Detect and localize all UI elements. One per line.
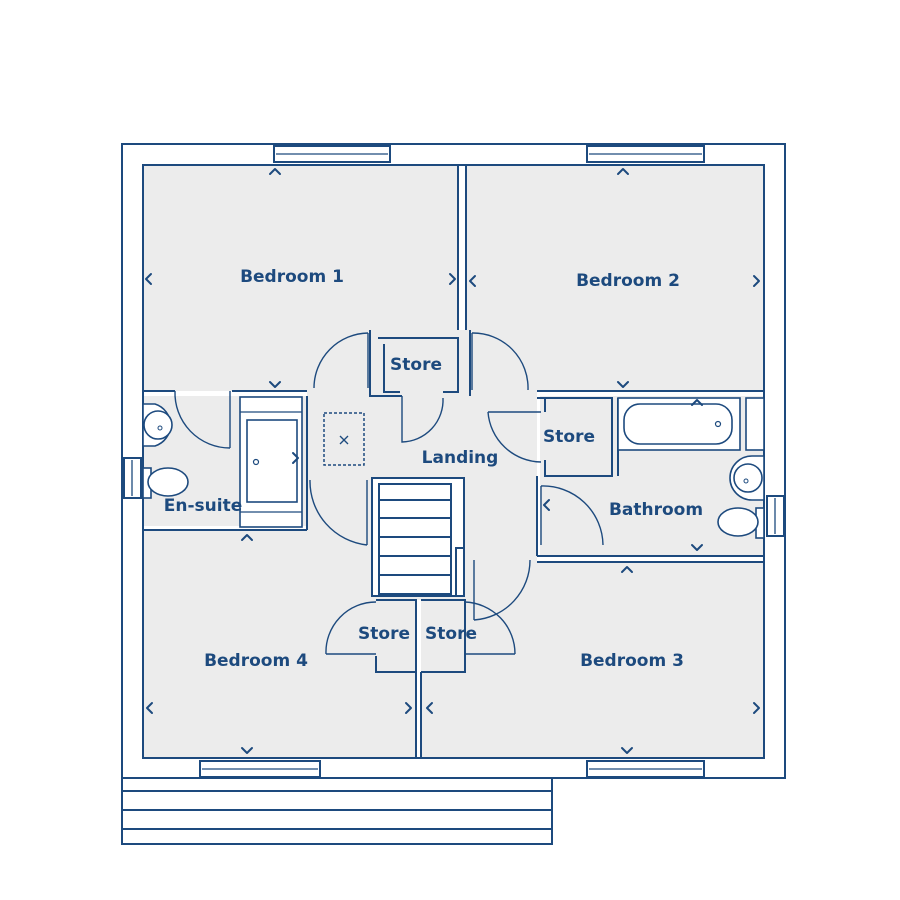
door-swing-icon <box>471 332 529 391</box>
bathroom-fixtures <box>617 397 765 539</box>
door-swing-icon <box>309 479 368 546</box>
doors <box>174 332 604 655</box>
dimension-arrow-icon <box>469 275 476 287</box>
room-labels: Bedroom 1 Bedroom 2 Store Store Landing … <box>164 267 703 671</box>
dimension-arrow-icon <box>426 702 433 714</box>
door-swing-icon <box>313 332 369 389</box>
dimension-arrow-icon <box>621 747 633 754</box>
label-bedroom-2: Bedroom 2 <box>576 271 680 291</box>
label-store-top: Store <box>390 355 442 375</box>
dimension-arrow-icon <box>269 381 281 388</box>
dimension-arrow-icon <box>617 168 629 175</box>
door-swing-icon <box>174 390 231 449</box>
door-swing-icon <box>487 411 542 463</box>
door-swing-icon <box>473 559 531 621</box>
dimension-arrow-icon <box>241 534 253 541</box>
label-bedroom-4: Bedroom 4 <box>204 651 308 671</box>
label-store-right: Store <box>543 427 595 447</box>
dimension-arrow-icon <box>145 273 152 285</box>
dimension-arrow-icon <box>269 168 281 175</box>
en-suite-fixtures <box>142 396 303 528</box>
basin-icon <box>729 455 765 501</box>
windows <box>123 145 785 778</box>
dimension-arrow-icon <box>292 452 299 464</box>
loft-hatch-icon <box>323 412 365 466</box>
dimension-arrow-icon <box>691 399 703 406</box>
label-store-bottom-right: Store <box>425 624 477 644</box>
window-icon <box>123 457 142 499</box>
label-landing: Landing <box>422 448 499 468</box>
bedroom-4-floor <box>143 530 416 758</box>
dimension-arrow-icon <box>753 702 760 714</box>
door-swing-icon <box>401 396 444 443</box>
wall-store-right <box>537 397 613 477</box>
internal-walls <box>143 165 764 758</box>
door-swing-icon <box>325 601 377 655</box>
window-icon <box>273 145 391 163</box>
dimension-arrow-icon <box>691 544 703 551</box>
wall-store-br <box>421 599 466 673</box>
door-swing-icon <box>464 601 516 655</box>
dimension-arrow-icon <box>753 275 760 287</box>
dimension-arrow-icon <box>543 499 550 511</box>
shower-tray-icon <box>239 396 303 528</box>
wall-landing-top-left <box>369 330 402 397</box>
dimension-arrow-icon <box>146 702 153 714</box>
dimension-arrow-icon <box>621 566 633 573</box>
basin-icon <box>142 403 173 447</box>
toilet-icon <box>142 467 189 499</box>
dimension-arrow-icon <box>241 747 253 754</box>
label-bedroom-3: Bedroom 3 <box>580 651 684 671</box>
window-icon <box>586 145 705 163</box>
porch-steps <box>121 777 553 845</box>
label-bathroom: Bathroom <box>609 500 703 520</box>
wall-store-top <box>378 337 459 393</box>
dimension-arrow-icon <box>449 273 456 285</box>
dimension-arrows <box>145 168 760 754</box>
door-swing-icon <box>540 485 604 546</box>
wall-store-bl <box>375 599 417 673</box>
window-icon <box>586 760 705 778</box>
bathtub-icon <box>617 397 765 451</box>
label-store-bottom-left: Store <box>358 624 410 644</box>
dimension-arrow-icon <box>405 702 412 714</box>
toilet-icon <box>717 507 765 539</box>
dimension-arrow-icon <box>617 381 629 388</box>
staircase-icon <box>371 477 465 597</box>
wall-store-top-inner <box>383 344 400 393</box>
window-icon <box>766 495 785 537</box>
window-icon <box>199 760 321 778</box>
bedroom-3-floor <box>421 562 764 758</box>
label-bedroom-1: Bedroom 1 <box>240 267 344 287</box>
label-en-suite: En-suite <box>164 496 242 516</box>
